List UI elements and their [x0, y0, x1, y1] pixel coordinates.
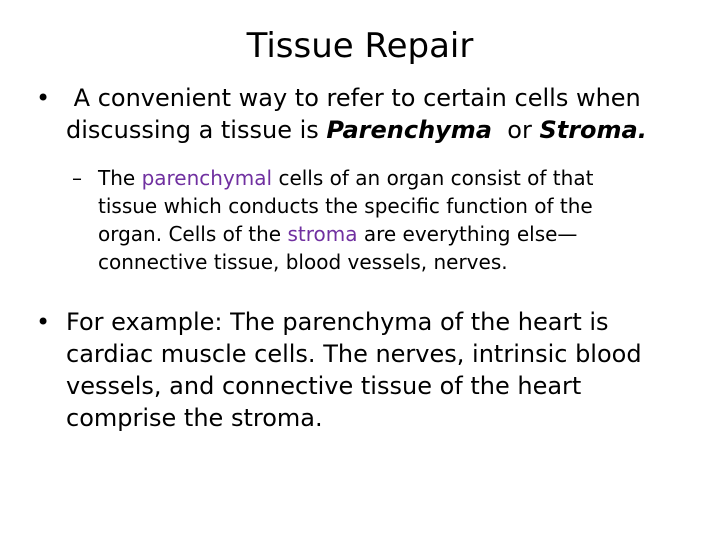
term-stroma: Stroma.: [539, 116, 647, 144]
sub-bullet-line-text: The: [98, 166, 142, 190]
bullet-marker: •: [36, 84, 51, 112]
bullet-line-text: discussing a tissue is: [66, 116, 327, 144]
sub-bullet-line: organ. Cells of the stroma are everythin…: [98, 220, 593, 248]
sub-bullet-line: The parenchymal cells of an organ consis…: [98, 164, 593, 192]
slide-title: Tissue Repair: [246, 26, 474, 66]
bullet-marker: •: [36, 308, 51, 336]
bullet-line: A convenient way to refer to certain cel…: [66, 82, 647, 114]
dash-marker: –: [72, 166, 82, 190]
term-parenchymal: parenchymal: [141, 166, 273, 190]
bullet-line-text: A convenient way to refer to certain cel…: [73, 84, 641, 112]
bullet-text: For example: The parenchyma of the heart…: [66, 306, 642, 434]
sub-bullet-line: tissue which conducts the specific funct…: [98, 194, 593, 218]
term-parenchyma: Parenchyma: [326, 116, 492, 144]
bullet-line: cardiac muscle cells. The nerves, intrin…: [66, 340, 642, 368]
sub-bullet-line-text: cells of an organ consist of that: [272, 166, 594, 190]
sub-bullet-text: The parenchymal cells of an organ consis…: [98, 164, 593, 276]
sub-bullet-line-text: are everything else—: [357, 222, 578, 246]
connector-text: or: [492, 116, 540, 144]
bullet-line: vessels, and connective tissue of the he…: [66, 372, 582, 400]
bullet-line: comprise the stroma.: [66, 404, 323, 432]
term-stroma-highlight: stroma: [287, 222, 358, 246]
sub-bullet-line-text: organ. Cells of the: [98, 222, 288, 246]
bullet-text: A convenient way to refer to certain cel…: [66, 82, 647, 146]
bullet-line: discussing a tissue is Parenchyma or Str…: [66, 114, 647, 146]
sub-bullet-line: connective tissue, blood vessels, nerves…: [98, 250, 508, 274]
bullet-line: For example: The parenchyma of the heart…: [66, 308, 609, 336]
